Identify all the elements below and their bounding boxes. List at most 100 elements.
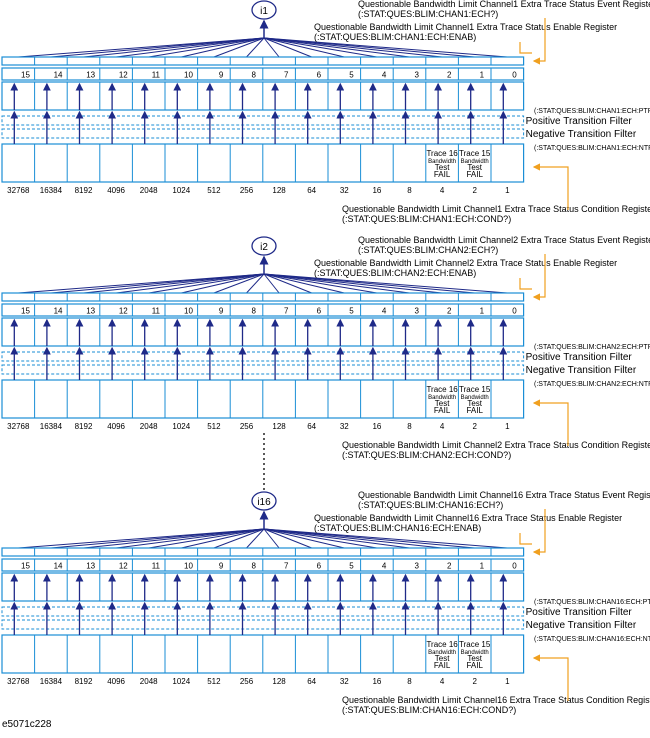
fan-line <box>263 37 312 58</box>
bit-label: 12 <box>119 71 128 80</box>
bit-weight: 1 <box>505 186 510 195</box>
bit-weight: 2 <box>472 422 477 431</box>
fan-line <box>148 528 265 549</box>
bit-weight: 2048 <box>140 422 158 431</box>
fan-line <box>116 528 265 549</box>
fan-line <box>148 273 265 294</box>
bit-label: 9 <box>219 71 224 80</box>
enable-register-command: (:STAT:QUES:BLIM:CHAN16:ECH:ENAB) <box>314 523 481 533</box>
fan-line <box>263 37 280 58</box>
bit-weight: 32768 <box>7 186 30 195</box>
negative-transition-filter <box>1 128 525 139</box>
bit-label: 5 <box>349 71 354 80</box>
bit-weight: 16384 <box>40 677 63 686</box>
event-register-command: (:STAT:QUES:BLIM:CHAN1:ECH?) <box>358 9 498 19</box>
trace-cell-text: Trace 15 <box>459 385 491 394</box>
summary-node <box>251 491 277 511</box>
bit-label: 9 <box>219 307 224 316</box>
bit-label: 0 <box>512 307 517 316</box>
event-leader <box>532 18 546 65</box>
bit-weight: 4 <box>440 422 445 431</box>
bit-weight: 256 <box>240 422 254 431</box>
bit-label: 11 <box>152 71 161 80</box>
summary-node-label: i2 <box>260 242 268 253</box>
negative-transition-filter <box>1 364 525 375</box>
bit-label: 2 <box>447 71 452 80</box>
bit-label: 2 <box>447 562 452 571</box>
bit-label: 1 <box>480 71 485 80</box>
enable-register-command: (:STAT:QUES:BLIM:CHAN1:ECH:ENAB) <box>314 32 476 42</box>
bit-label: 6 <box>317 71 322 80</box>
fan-line <box>263 273 312 294</box>
trace-cell-text: FAIL <box>466 170 483 179</box>
bit-label: 4 <box>382 71 387 80</box>
positive-transition-filter <box>1 606 525 617</box>
bit-label: 10 <box>184 71 193 80</box>
trace-cell-text: Trace 15 <box>459 149 491 158</box>
bit-label: 4 <box>382 562 387 571</box>
condition-leader <box>532 399 569 446</box>
fan-line <box>263 273 345 294</box>
trace-cell-text: Bandwidth <box>461 159 489 165</box>
negative-filter-label: Negative Transition Filter <box>526 129 637 140</box>
bit-label: 8 <box>251 71 256 80</box>
fan-line <box>263 273 410 294</box>
bit-weight: 512 <box>207 186 221 195</box>
fan-line <box>116 37 265 58</box>
bit-label: 10 <box>184 307 193 316</box>
positive-filter-label: Positive Transition Filter <box>526 352 633 363</box>
bit-label: 5 <box>349 562 354 571</box>
condition-register-command: (:STAT:QUES:BLIM:CHAN2:ECH:COND?) <box>342 450 511 460</box>
bit-weight: 512 <box>207 422 221 431</box>
trace-cell-text: Test <box>435 399 450 408</box>
bit-label: 1 <box>480 562 485 571</box>
trace-cell-text: Bandwidth <box>428 395 456 401</box>
fan-line <box>148 37 265 58</box>
bit-weight: 128 <box>272 186 286 195</box>
bit-label: 8 <box>251 307 256 316</box>
bit-label: 6 <box>317 562 322 571</box>
fan-line <box>181 528 265 549</box>
summary-node <box>251 0 277 20</box>
fan-line <box>263 37 377 58</box>
bit-weight: 16 <box>372 677 381 686</box>
bit-weight: 64 <box>307 422 316 431</box>
fan-line <box>263 528 377 549</box>
bit-weight: 2 <box>472 186 477 195</box>
summary-node-label: i16 <box>257 497 271 508</box>
fan-line <box>263 37 508 58</box>
fan-line <box>83 273 265 294</box>
event-register-title: Questionable Bandwidth Limit Channel2 Ex… <box>358 235 650 245</box>
fan-line <box>213 528 265 549</box>
enable-register-command: (:STAT:QUES:BLIM:CHAN2:ECH:ENAB) <box>314 268 476 278</box>
bit-label: 5 <box>349 307 354 316</box>
event-leader <box>532 509 546 556</box>
bit-label: 3 <box>414 307 419 316</box>
trace-cell-text: Bandwidth <box>461 395 489 401</box>
bit-label: 3 <box>414 71 419 80</box>
enable-register-title: Questionable Bandwidth Limit Channel16 E… <box>314 513 622 523</box>
bit-weight: 8192 <box>75 186 93 195</box>
bit-weight: 32 <box>340 677 349 686</box>
enable-leader <box>519 278 532 290</box>
bit-weight: 1 <box>505 677 510 686</box>
bit-label: 9 <box>219 562 224 571</box>
fan-line <box>263 528 280 549</box>
bit-label: 0 <box>512 562 517 571</box>
bit-weight: 64 <box>307 677 316 686</box>
trace-cell-text: FAIL <box>434 406 451 415</box>
positive-transition-filter <box>1 351 525 362</box>
bit-label: 14 <box>54 71 63 80</box>
figure-caption: e5071c228 <box>2 719 52 730</box>
trace-cell-text: Bandwidth <box>428 650 456 656</box>
fan-line <box>50 37 265 58</box>
fan-line <box>263 528 410 549</box>
fan-line <box>263 273 377 294</box>
bit-weight: 1024 <box>172 186 190 195</box>
negative-filter-label: Negative Transition Filter <box>526 365 637 376</box>
bit-weight: 512 <box>207 677 221 686</box>
event-register-title: Questionable Bandwidth Limit Channel16 E… <box>358 490 650 500</box>
condition-register-title: Questionable Bandwidth Limit Channel16 E… <box>342 695 650 705</box>
